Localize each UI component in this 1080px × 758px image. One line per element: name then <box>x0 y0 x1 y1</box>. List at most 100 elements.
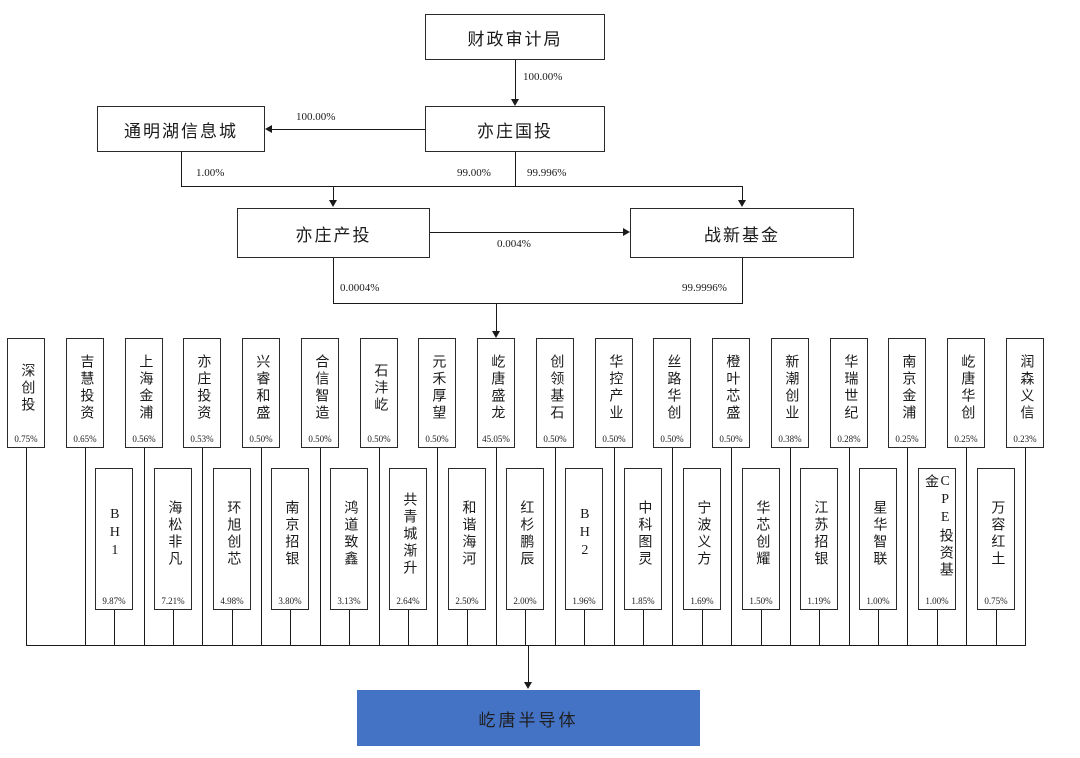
shareholder-name: 华瑞世纪 <box>842 354 858 422</box>
shareholder-pct: 1.19% <box>807 596 831 606</box>
company-name: 屹唐半导体 <box>478 710 579 730</box>
shareholder-box-row2-14: CPE投资基金 1.00% <box>918 468 956 610</box>
shareholder-box-row1-10: 华控产业 0.50% <box>595 338 633 448</box>
shareholder-box-row2-13: 星华智联 1.00% <box>859 468 897 610</box>
shareholder-pct: 0.50% <box>660 434 684 444</box>
shareholder-pct: 0.65% <box>73 434 97 444</box>
connector-line <box>430 232 623 233</box>
shareholder-name: 石沣屹 <box>372 362 388 414</box>
shareholder-name: 亦庄投资 <box>195 354 211 422</box>
node-zhanxin-fund: 战新基金 <box>630 208 854 258</box>
shareholder-name: 和谐海河 <box>460 500 476 568</box>
shareholder-pct: 1.00% <box>925 596 949 606</box>
arrowhead-right-icon <box>623 228 630 236</box>
shareholder-box-row2-5: 共青城渐升 2.64% <box>389 468 427 610</box>
connector-line <box>878 610 879 645</box>
connector-line <box>181 152 182 187</box>
shareholder-pct: 1.50% <box>749 596 773 606</box>
arrowhead-down-icon <box>524 682 532 689</box>
connector-line <box>731 448 732 645</box>
connector-line <box>114 610 115 645</box>
shareholder-pct: 1.96% <box>572 596 596 606</box>
shareholder-box-row1-3: 亦庄投资 0.53% <box>183 338 221 448</box>
connector-line <box>272 129 425 130</box>
shareholder-pct: 0.56% <box>132 434 156 444</box>
connector-line <box>643 610 644 645</box>
node-finance-audit-bureau: 财政审计局 <box>425 14 605 60</box>
shareholder-pct: 0.23% <box>1013 434 1037 444</box>
connector-line <box>555 448 556 645</box>
shareholder-box-row2-9: 中科图灵 1.85% <box>624 468 662 610</box>
shareholder-name: 华控产业 <box>607 354 623 422</box>
pct-label-chantou-down: 0.0004% <box>340 282 380 294</box>
shareholder-box-row1-4: 兴睿和盛 0.50% <box>242 338 280 448</box>
shareholder-name: 星华智联 <box>871 500 887 568</box>
shareholder-name: 万容红土 <box>989 500 1005 568</box>
shareholder-box-row1-0: 深创投 0.75% <box>7 338 45 448</box>
shareholder-pct: 0.25% <box>954 434 978 444</box>
shareholder-name: 南京金浦 <box>900 354 916 422</box>
connector-line <box>742 258 743 304</box>
connector-line <box>528 645 529 683</box>
connector-line <box>496 448 497 645</box>
pct-label-chantou-to-zhanxin: 0.004% <box>497 238 531 250</box>
connector-line <box>408 610 409 645</box>
connector-line <box>819 610 820 645</box>
shareholder-box-row1-16: 屹唐华创 0.25% <box>947 338 985 448</box>
arrowhead-down-icon <box>511 99 519 106</box>
shareholder-box-row1-14: 华瑞世纪 0.28% <box>830 338 868 448</box>
shareholder-box-row2-10: 宁波义方 1.69% <box>683 468 721 610</box>
node-tongminghu-info-city: 通明湖信息城 <box>97 106 265 152</box>
shareholder-name: 润森义信 <box>1018 354 1034 422</box>
node-label: 亦庄国投 <box>477 121 553 141</box>
pct-label-zhanxin-down: 99.9996% <box>682 282 727 294</box>
shareholder-name: 创领基石 <box>548 354 564 422</box>
shareholder-pct: 0.38% <box>778 434 802 444</box>
shareholder-box-row1-17: 润森义信 0.23% <box>1006 338 1044 448</box>
shareholder-name: 鸿道致鑫 <box>342 500 358 568</box>
shareholder-pct: 45.05% <box>482 434 510 444</box>
connector-line <box>742 186 743 201</box>
shareholder-box-row2-1: 海松非凡 7.21% <box>154 468 192 610</box>
connector-line <box>181 186 743 187</box>
shareholder-pct: 3.13% <box>337 596 361 606</box>
shareholder-name: 深创投 <box>19 362 35 414</box>
shareholder-pct: 0.50% <box>719 434 743 444</box>
node-label: 战新基金 <box>704 225 780 245</box>
node-label: 财政审计局 <box>467 29 563 49</box>
shareholder-name: 南京招银 <box>283 500 299 568</box>
shareholder-box-row1-15: 南京金浦 0.25% <box>888 338 926 448</box>
shareholder-name: 元禾厚望 <box>430 354 446 422</box>
shareholder-box-row1-11: 丝路华创 0.50% <box>653 338 691 448</box>
node-label: 通明湖信息城 <box>124 121 238 141</box>
shareholder-box-row2-11: 华芯创耀 1.50% <box>742 468 780 610</box>
connector-line <box>790 448 791 645</box>
connector-line <box>333 186 334 201</box>
connector-line <box>437 448 438 645</box>
shareholder-pct: 0.50% <box>425 434 449 444</box>
shareholder-name: 丝路华创 <box>665 354 681 422</box>
shareholder-name: 橙叶芯盛 <box>724 354 740 422</box>
shareholder-box-row2-3: 南京招银 3.80% <box>271 468 309 610</box>
arrowhead-down-icon <box>329 200 337 207</box>
shareholder-name: 兴睿和盛 <box>254 354 270 422</box>
shareholder-pct: 1.69% <box>690 596 714 606</box>
shareholder-name: 江苏招银 <box>812 500 828 568</box>
connector-line <box>937 610 938 645</box>
connector-line <box>996 610 997 645</box>
connector-line <box>584 610 585 645</box>
shareholder-box-row2-8: BH2 1.96% <box>565 468 603 610</box>
connector-line <box>333 303 743 304</box>
connector-line <box>320 448 321 645</box>
shareholder-name: 共青城渐升 <box>401 491 417 577</box>
shareholder-name: 吉慧投资 <box>78 354 94 422</box>
shareholder-pct: 0.53% <box>190 434 214 444</box>
connector-line <box>26 448 27 645</box>
shareholder-name: 上海金浦 <box>137 354 153 422</box>
connector-line <box>349 610 350 645</box>
shareholder-box-row2-6: 和谐海河 2.50% <box>448 468 486 610</box>
connector-line <box>702 610 703 645</box>
connector-line <box>85 448 86 645</box>
connector-line <box>525 610 526 645</box>
pct-label-root-to-guotou: 100.00% <box>523 71 563 83</box>
